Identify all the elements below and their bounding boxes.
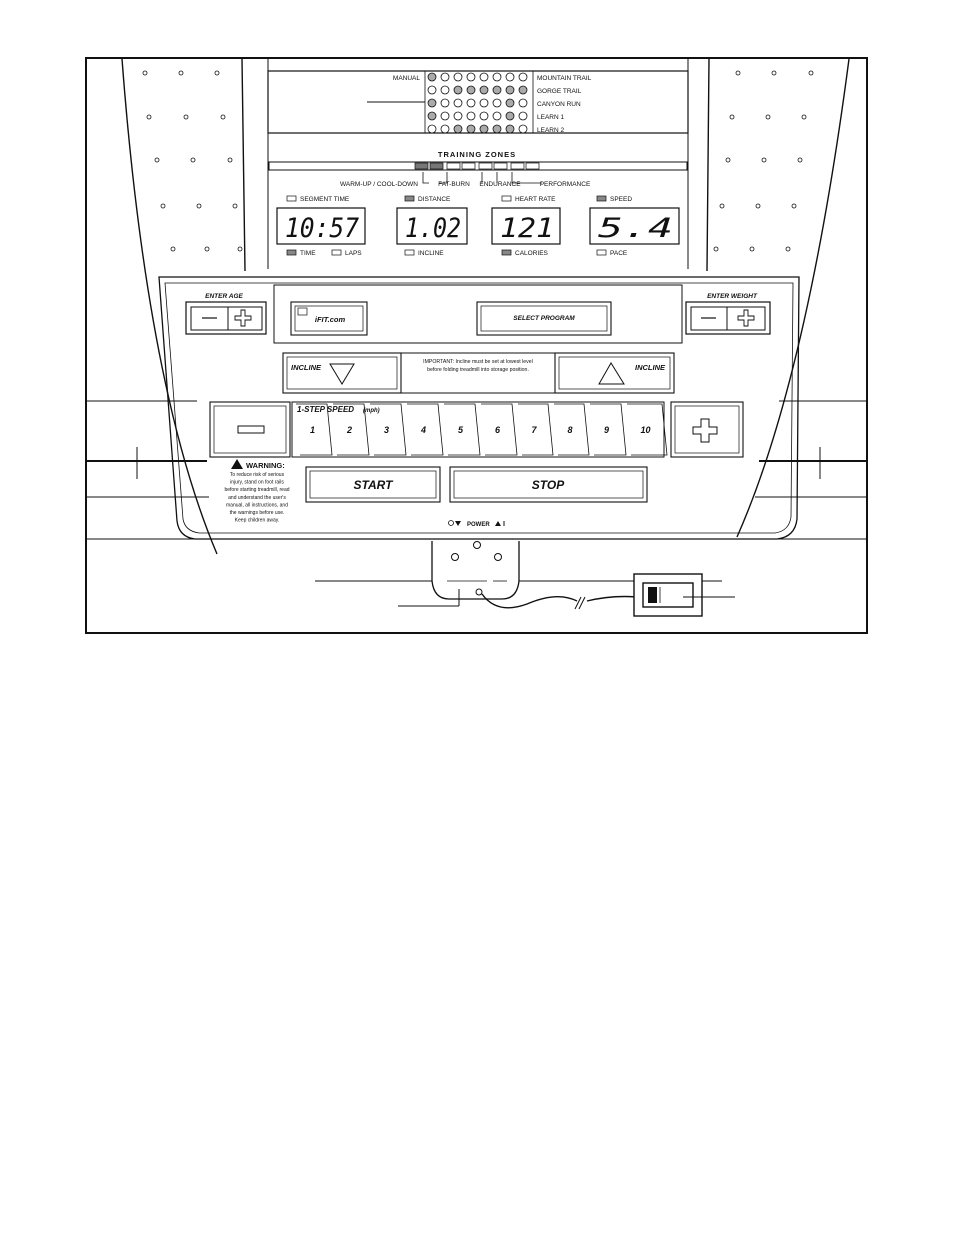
speed-key-6[interactable]: 6 (481, 403, 518, 456)
ifit-logo: iFIT.com (315, 315, 346, 324)
speed-key-1[interactable]: 1 (296, 403, 333, 456)
power-label: POWER (467, 522, 490, 528)
display-top-label: SEGMENT TIME (300, 196, 350, 203)
incline-up-label: INCLINE (635, 363, 666, 372)
zone-label-performance: PERFORMANCE (540, 181, 591, 188)
training-zone-leds (414, 162, 540, 170)
speed-unit: (mph) (363, 408, 380, 414)
speed-key-8[interactable]: 8 (554, 403, 590, 456)
incline-down-label: INCLINE (291, 363, 322, 372)
speed-key-label: 1 (310, 425, 315, 435)
speed-key-4[interactable]: 4 (407, 403, 444, 456)
warning-title: WARNING: (246, 461, 285, 470)
warning-line: and understand the user's (228, 495, 286, 501)
program-label: LEARN 2 (537, 127, 564, 134)
speed-key-label: 4 (420, 425, 426, 435)
display-bottom-label: LAPS (345, 250, 362, 257)
speed-key-label: 8 (567, 425, 572, 435)
incline-note-line-1: IMPORTANT: Incline must be set at lowest… (423, 359, 533, 365)
age-plus-button[interactable] (227, 306, 263, 331)
display-top-label: SPEED (610, 196, 632, 203)
display-value: 10:57 (285, 213, 359, 244)
speed-key-3[interactable]: 3 (370, 403, 407, 456)
speed-key-label: 2 (346, 425, 352, 435)
stop-label: STOP (532, 478, 565, 492)
warning-icon (231, 459, 243, 469)
figure-frame: MANUAL MOUNTAIN TRAIL GORGE TRAIL CANYON R… (85, 57, 868, 634)
warning-line: injury, stand on foot rails (230, 480, 284, 486)
warning-line: manual, all instructions, and (226, 502, 288, 508)
speed-key-5[interactable]: 5 (444, 403, 481, 456)
speaker-grille-right (713, 70, 814, 252)
plus-icon (692, 418, 718, 443)
speed-key-label: 3 (384, 425, 389, 435)
display-bottom-label: CALORIES (515, 250, 549, 257)
display-bottom-label: PACE (610, 250, 628, 257)
display-bottom-label: INCLINE (418, 250, 444, 257)
program-label: CANYON RUN (537, 101, 581, 108)
program-label-manual: MANUAL (393, 75, 420, 82)
program-label: MOUNTAIN TRAIL (537, 75, 592, 82)
triangle-up-icon (598, 362, 625, 385)
mounting-bracket (431, 541, 520, 600)
zone-label-fatburn: FAT-BURN (438, 181, 470, 188)
start-label: START (354, 478, 395, 492)
triangle-down-icon (329, 363, 355, 385)
speed-key-label: 9 (604, 425, 609, 435)
zone-label-endurance: ENDURANCE (479, 181, 521, 188)
speaker-grille-left (142, 70, 243, 252)
power-cord (481, 593, 578, 609)
speed-key-label: 5 (458, 425, 464, 435)
warning-line: the warnings before use. (230, 510, 285, 516)
display-top-label: DISTANCE (418, 196, 451, 203)
program-label: LEARN 1 (537, 114, 564, 121)
program-label: GORGE TRAIL (537, 88, 582, 95)
incline-note-line-2: before folding treadmill into storage po… (427, 367, 529, 373)
weight-plus-button[interactable] (726, 306, 766, 331)
speed-key-label: 10 (640, 425, 650, 435)
speed-key-9[interactable]: 9 (590, 403, 627, 456)
warning-line: To reduce risk of serious (230, 472, 285, 478)
program-led-matrix (424, 70, 534, 134)
display-value: 5.4 (598, 213, 673, 244)
display-value: 121 (500, 213, 554, 244)
training-zones-title: TRAINING ZONES (438, 150, 516, 159)
speed-key-7[interactable]: 7 (518, 403, 554, 456)
warning-line: Keep children away. (235, 518, 280, 524)
minus-icon (237, 425, 265, 434)
zone-label-warmup: WARM-UP / COOL-DOWN (340, 181, 418, 188)
speed-key-2[interactable]: 2 (333, 403, 370, 456)
enter-age-label: ENTER AGE (205, 293, 243, 300)
display-top-label: HEART RATE (515, 196, 556, 203)
warning-line: before starting treadmill, read (224, 487, 289, 493)
speed-title: 1-STEP SPEED (297, 405, 354, 414)
plus-icon (234, 309, 252, 327)
display-value: 1.02 (405, 213, 461, 244)
treadmill-console-diagram: MANUAL MOUNTAIN TRAIL GORGE TRAIL CANYON R… (87, 59, 866, 617)
select-program-label: SELECT PROGRAM (513, 315, 575, 322)
speed-key-label: 6 (495, 425, 501, 435)
speed-key-label: 7 (531, 425, 537, 435)
plus-icon (737, 309, 755, 327)
enter-weight-label: ENTER WEIGHT (707, 293, 758, 300)
display-bottom-label: TIME (300, 250, 316, 257)
speed-key-10[interactable]: 10 (627, 403, 668, 456)
